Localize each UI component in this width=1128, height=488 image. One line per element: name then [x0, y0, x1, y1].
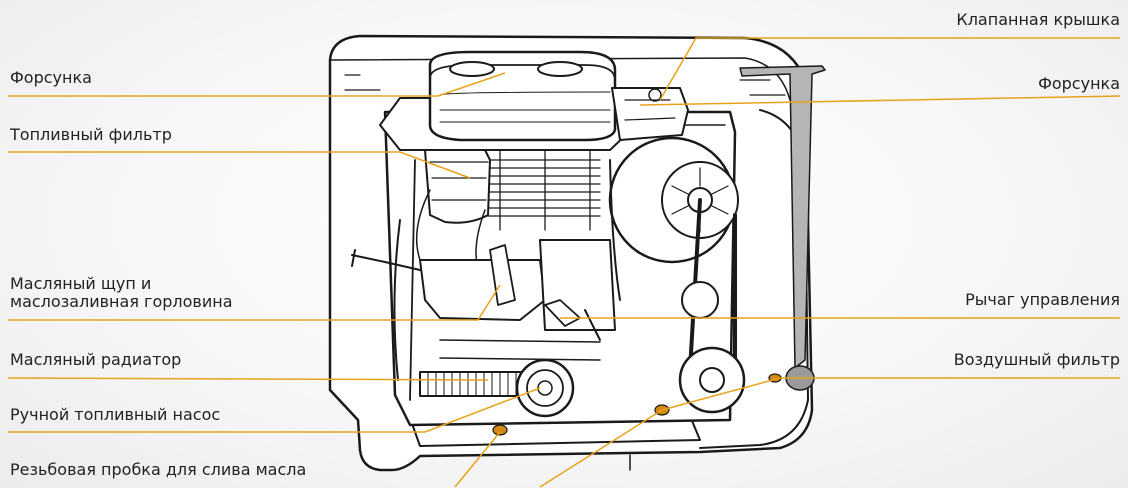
engine-illustration — [328, 34, 826, 472]
leader-air-filter — [539, 377, 1120, 488]
leader-injector-right — [639, 95, 1121, 106]
leader-valve-cover — [659, 37, 1120, 101]
label-dipstick-line2: маслозаливная горловина — [10, 292, 233, 311]
label-injector-right: Форсунка — [1038, 74, 1120, 93]
label-air-filter: Воздушный фильтр — [953, 350, 1120, 369]
label-dipstick-line1: Масляный щуп и — [10, 274, 152, 293]
leader-drain-plug — [454, 431, 501, 488]
label-valve-cover: Клапанная крышка — [956, 10, 1120, 29]
label-hand-fuel-pump: Ручной топливный насос — [10, 405, 221, 424]
label-drain-plug: Резьбовая пробка для слива масла — [10, 460, 307, 479]
leader-dipstick — [8, 284, 501, 321]
leader-lines — [7, 37, 1121, 488]
label-fuel-filter: Топливный фильтр — [10, 125, 172, 144]
leader-oil-cooler — [7, 377, 489, 381]
label-control-lever: Рычаг управления — [965, 290, 1120, 309]
leader-injector-left — [8, 72, 506, 97]
label-injector-left: Форсунка — [10, 68, 92, 87]
leader-fuel-filter — [8, 151, 471, 179]
leader-hand-fuel-pump — [8, 387, 541, 433]
label-oil-cooler: Масляный радиатор — [10, 350, 182, 369]
